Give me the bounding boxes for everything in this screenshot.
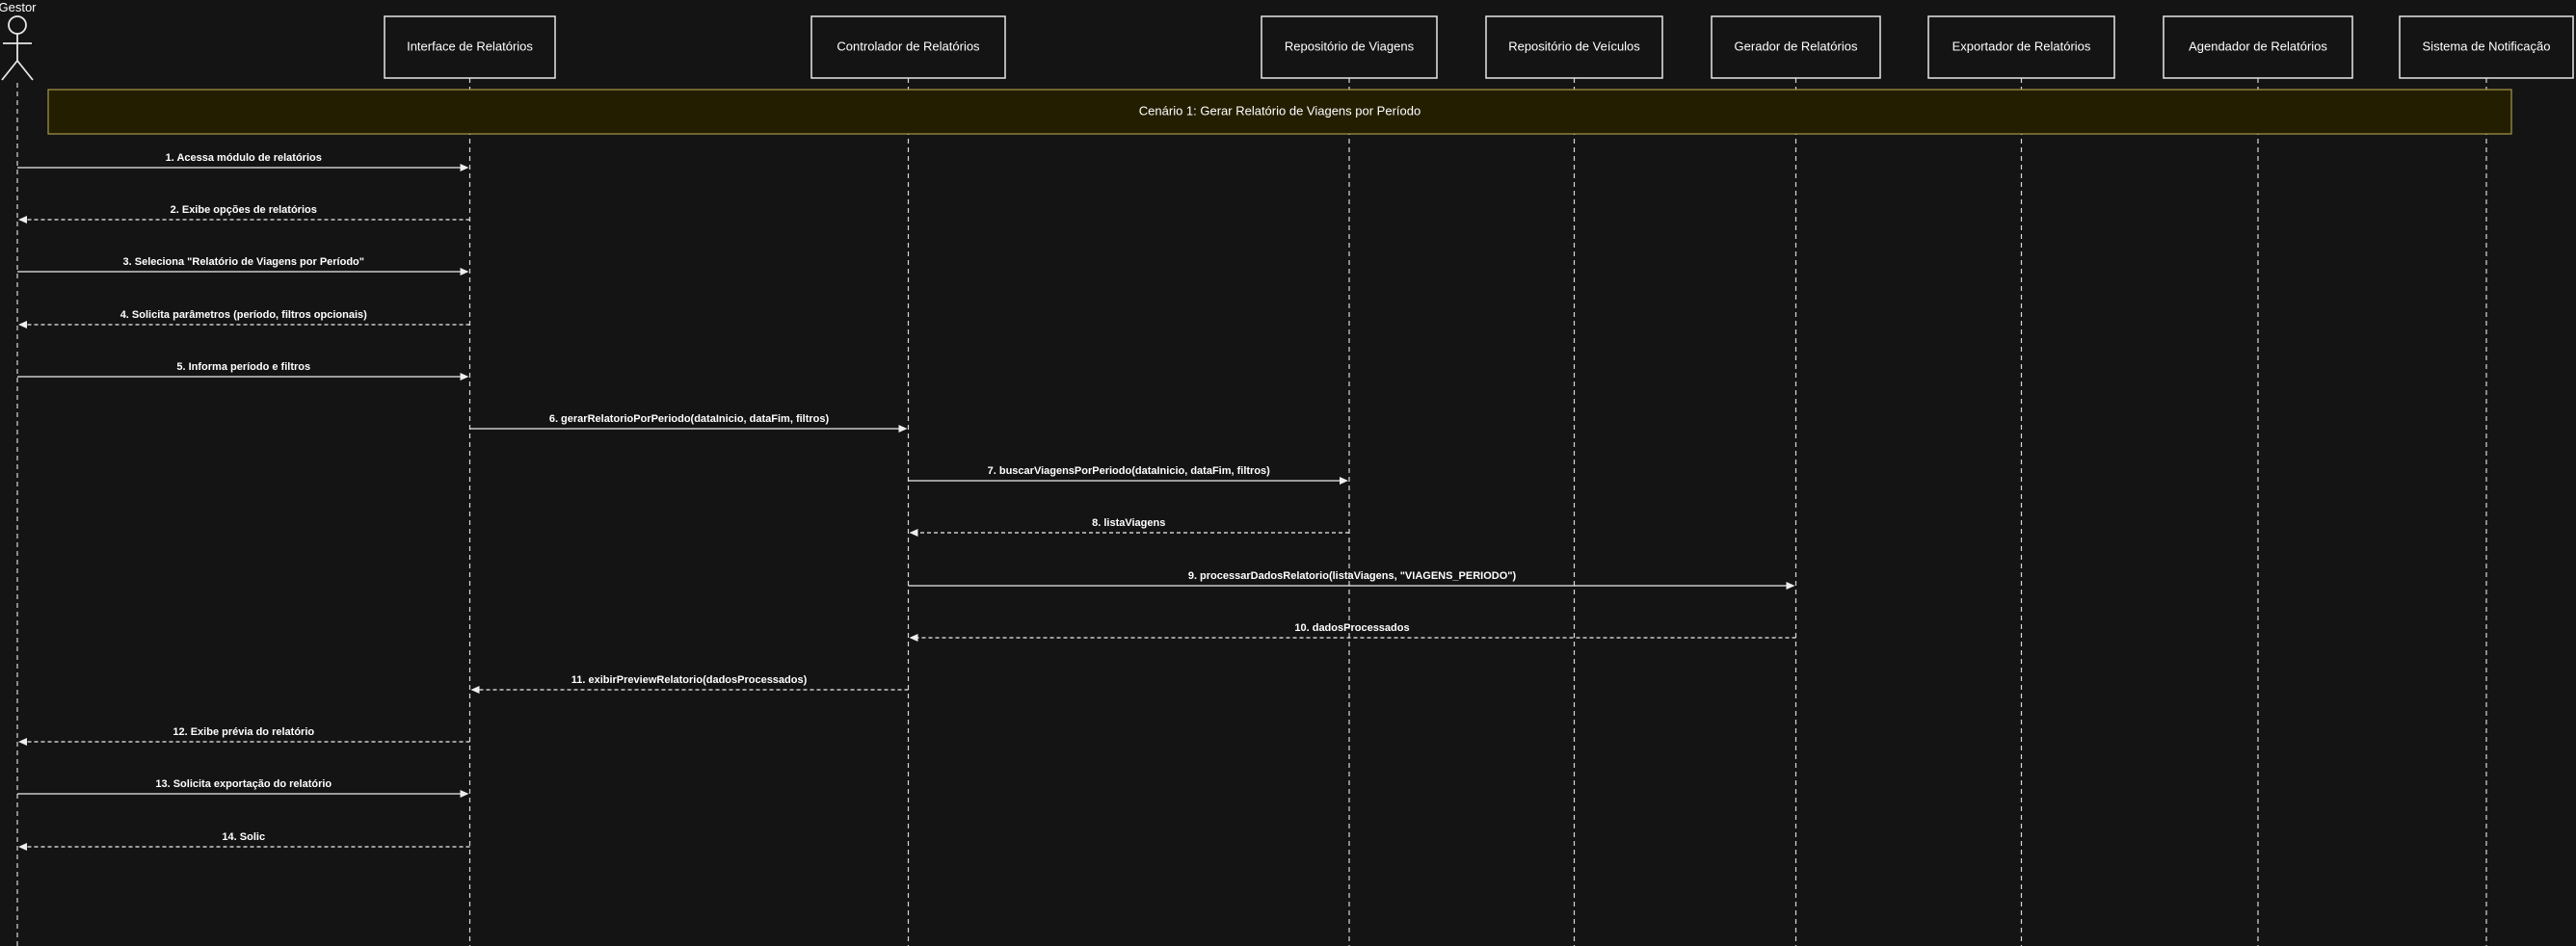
participant-label: Exportador de Relatórios — [1952, 39, 2091, 53]
participants: Interface de Relatórios Controlador de Re… — [384, 15, 2574, 79]
message-11: 11. exibirPreviewRelatorio(dadosProcessa… — [470, 674, 909, 694]
arrowhead-icon — [18, 216, 27, 223]
message-label: 2. Exibe opções de relatórios — [171, 204, 317, 216]
message-4: 4. Solicita parâmetros (período, filtros… — [18, 309, 470, 328]
message-2: 2. Exibe opções de relatórios — [18, 204, 470, 223]
scenario-box — [47, 89, 2512, 135]
message-6: 6. gerarRelatorioPorPeriodo(dataInicio, … — [469, 413, 908, 433]
participant-agendador: Agendador de Relatórios — [2163, 15, 2353, 79]
message-10: 10. dadosProcessados — [909, 622, 1796, 642]
actor-gestor: Gestor — [0, 0, 37, 81]
message-label: 7. buscarViagensPorPeriodo(dataInicio, d… — [988, 465, 1271, 477]
participant-exportador: Exportador de Relatórios — [1927, 15, 2115, 79]
participant-controlador: Controlador de Relatórios — [810, 15, 1006, 79]
arrowhead-icon — [460, 164, 469, 171]
participant-label: Controlador de Relatórios — [837, 39, 980, 53]
participant-notificacao: Sistema de Notificação — [2399, 15, 2574, 79]
message-label: 5. Informa período e filtros — [176, 361, 310, 373]
participant-label: Repositório de Viagens — [1285, 39, 1415, 53]
participant-repo_viagens: Repositório de Viagens — [1261, 15, 1438, 79]
message-5: 5. Informa período e filtros — [17, 361, 469, 381]
participant-gerador: Gerador de Relatórios — [1711, 15, 1881, 79]
message-label: 6. gerarRelatorioPorPeriodo(dataInicio, … — [549, 413, 830, 425]
message-3: 3. Seleciona "Relatório de Viagens por P… — [17, 256, 469, 276]
arrowhead-icon — [18, 321, 27, 328]
message-label: 10. dadosProcessados — [1294, 622, 1409, 634]
message-14: 14. Solic — [18, 831, 470, 851]
message-1: 1. Acessa módulo de relatórios — [17, 152, 469, 171]
message-12: 12. Exibe prévia do relatório — [18, 726, 470, 746]
message-9: 9. processarDadosRelatorio(listaViagens,… — [908, 570, 1795, 590]
arrowhead-icon — [470, 686, 480, 694]
arrowhead-icon — [18, 738, 27, 746]
arrowhead-icon — [1786, 582, 1795, 590]
arrowhead-icon — [18, 843, 27, 851]
message-label: 9. processarDadosRelatorio(listaViagens,… — [1188, 570, 1517, 582]
messages: 1. Acessa módulo de relatórios 2. Exibe o… — [17, 152, 1796, 851]
message-label: 12. Exibe prévia do relatório — [173, 726, 314, 738]
arrowhead-icon — [460, 790, 469, 798]
message-label: 8. listaViagens — [1092, 517, 1165, 529]
participant-label: Agendador de Relatórios — [2189, 39, 2327, 53]
message-7: 7. buscarViagensPorPeriodo(dataInicio, d… — [908, 465, 1348, 485]
message-8: 8. listaViagens — [909, 517, 1349, 537]
arrowhead-icon — [460, 268, 469, 276]
participant-interface: Interface de Relatórios — [384, 15, 556, 79]
message-label: 4. Solicita parâmetros (período, filtros… — [120, 309, 367, 321]
message-label: 3. Seleciona "Relatório de Viagens por P… — [123, 256, 364, 268]
message-13: 13. Solicita exportação do relatório — [17, 778, 469, 798]
participant-label: Gerador de Relatórios — [1735, 39, 1858, 53]
message-label: 13. Solicita exportação do relatório — [155, 778, 332, 790]
scenario-frame: Cenário 1: Gerar Relatório de Viagens po… — [47, 89, 2512, 135]
message-label: 14. Solic — [222, 831, 265, 843]
arrowhead-icon — [909, 634, 918, 642]
participant-label: Sistema de Notificação — [2423, 39, 2551, 53]
scenario-label: Cenário 1: Gerar Relatório de Viagens po… — [1139, 103, 1421, 118]
arrowhead-icon — [1340, 477, 1348, 485]
arrowhead-icon — [898, 425, 908, 433]
lifelines — [16, 78, 2487, 946]
actor-figure-icon — [1, 15, 34, 81]
message-label: 1. Acessa módulo de relatórios — [166, 152, 322, 164]
arrowhead-icon — [909, 529, 918, 537]
arrowhead-icon — [460, 373, 469, 381]
message-label: 11. exibirPreviewRelatorio(dadosProcessa… — [571, 674, 808, 686]
participant-label: Repositório de Veículos — [1508, 39, 1640, 53]
participant-repo_veiculos: Repositório de Veículos — [1485, 15, 1663, 79]
actor-label: Gestor — [0, 0, 37, 14]
participant-label: Interface de Relatórios — [407, 39, 533, 53]
